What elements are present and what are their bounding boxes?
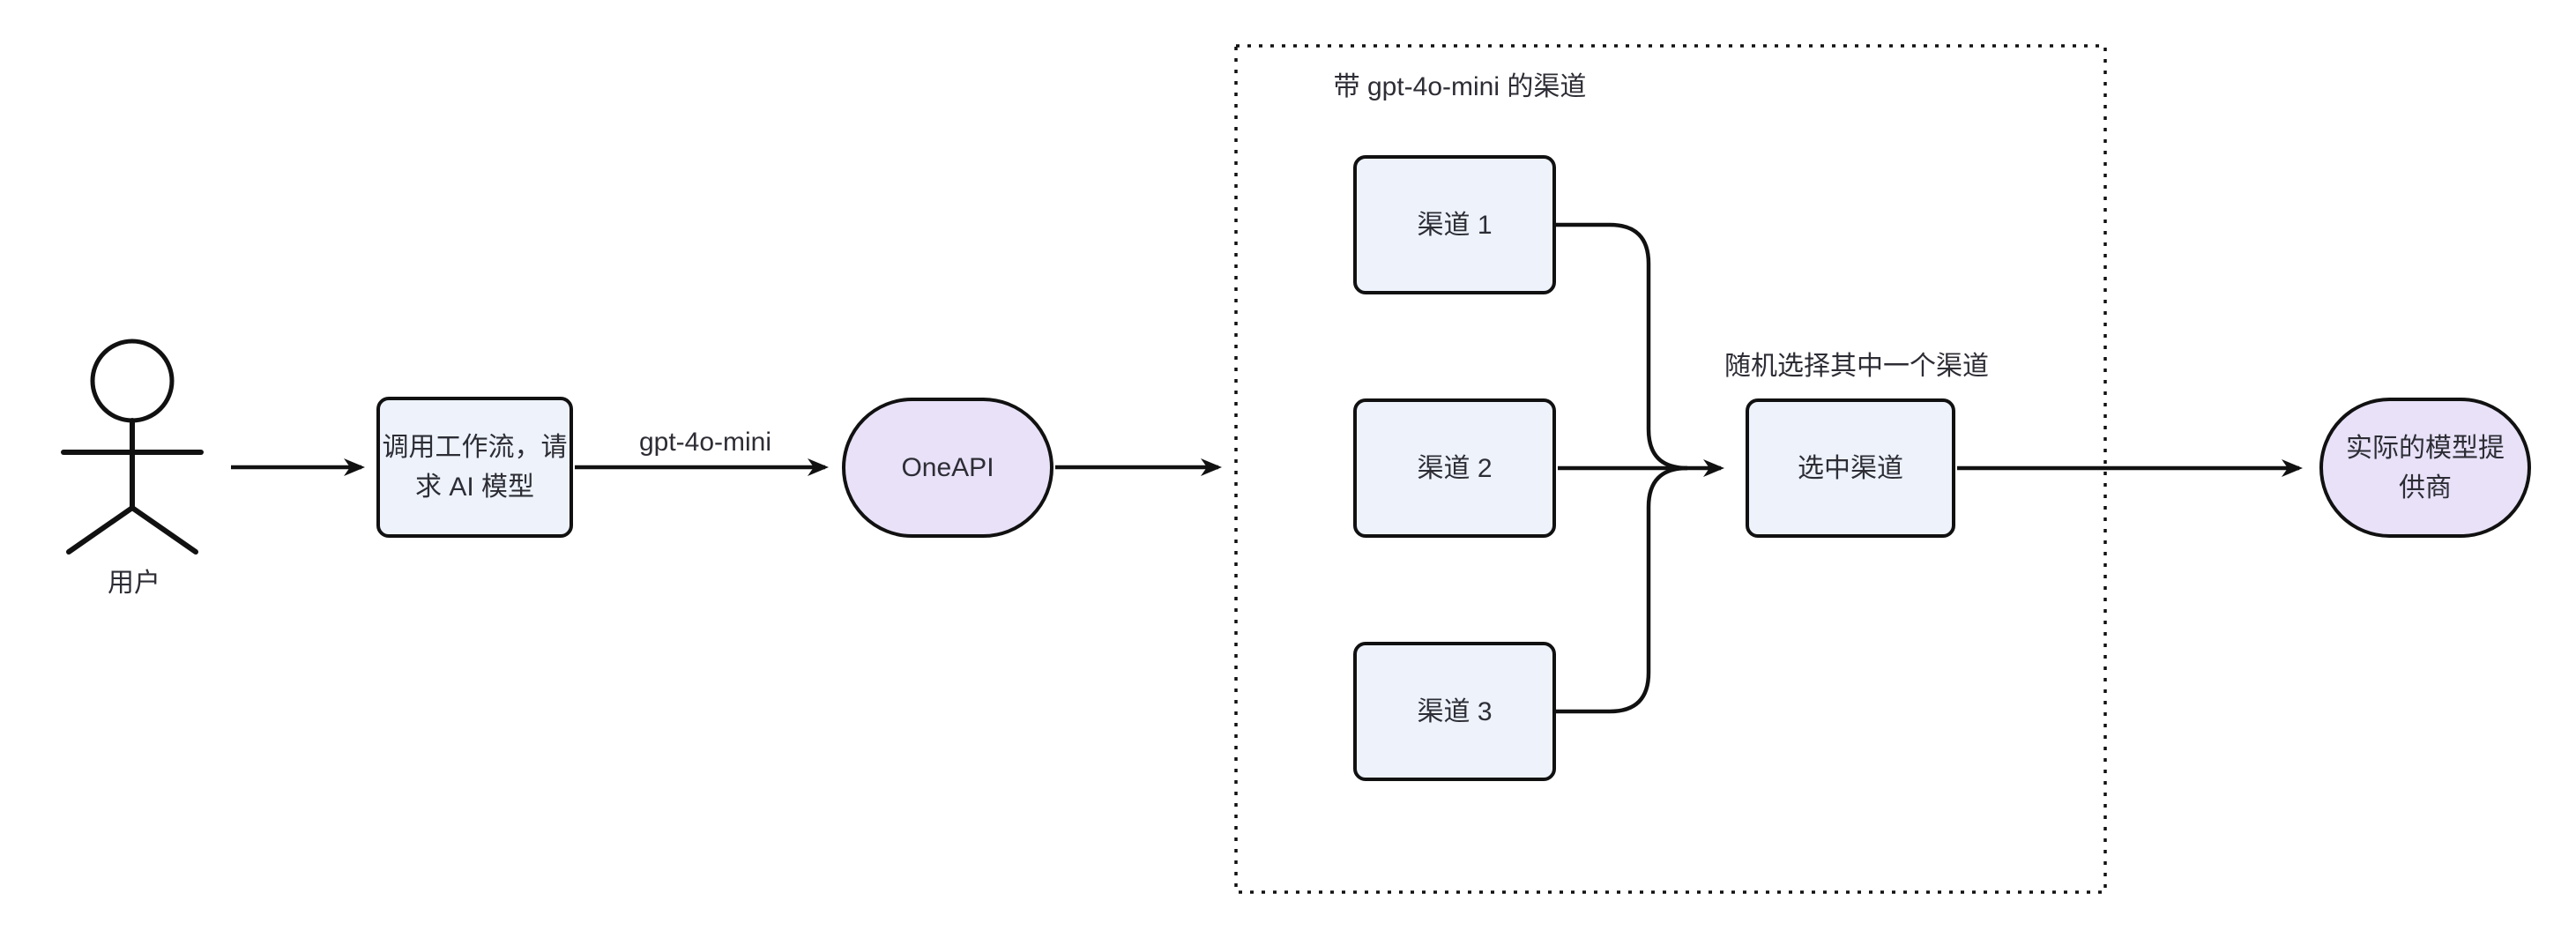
node-oneapi-label: OneAPI [901,453,994,482]
node-selected-channel: 选中渠道 [1746,398,1955,538]
edge-channel3-merge [1556,465,1688,714]
actor-figure [61,339,204,555]
actor-head [90,339,175,423]
node-channel-2-label: 渠道 2 [1417,453,1493,483]
actor-label: 用户 [108,569,160,598]
edge-label-random-pick: 随机选择其中一个渠道 [1724,352,1989,381]
node-provider-label-line1: 实际的模型提 [2346,433,2505,463]
actor-legs [66,504,198,555]
node-channel-2: 渠道 2 [1353,398,1556,538]
node-channel-1-label: 渠道 1 [1417,210,1493,240]
node-workflow: 调用工作流，请 求 AI 模型 [376,397,573,538]
node-workflow-label-line1: 调用工作流，请 [382,433,568,462]
node-channel-1: 渠道 1 [1353,155,1556,294]
node-provider-label-line2: 供商 [2399,473,2452,502]
subgraph-title: 带 gpt-4o-mini 的渠道 [1333,72,1587,101]
node-provider: 实际的模型提 供商 [2319,398,2531,538]
node-oneapi: OneAPI [842,398,1053,538]
edge-label-model: gpt-4o-mini [638,428,772,457]
node-channel-3-label: 渠道 3 [1417,696,1493,726]
edge-channel1-merge [1556,222,1688,471]
node-selected-channel-label: 选中渠道 [1798,453,1903,483]
node-channel-3: 渠道 3 [1353,642,1556,781]
node-workflow-label-line2: 求 AI 模型 [414,473,534,502]
